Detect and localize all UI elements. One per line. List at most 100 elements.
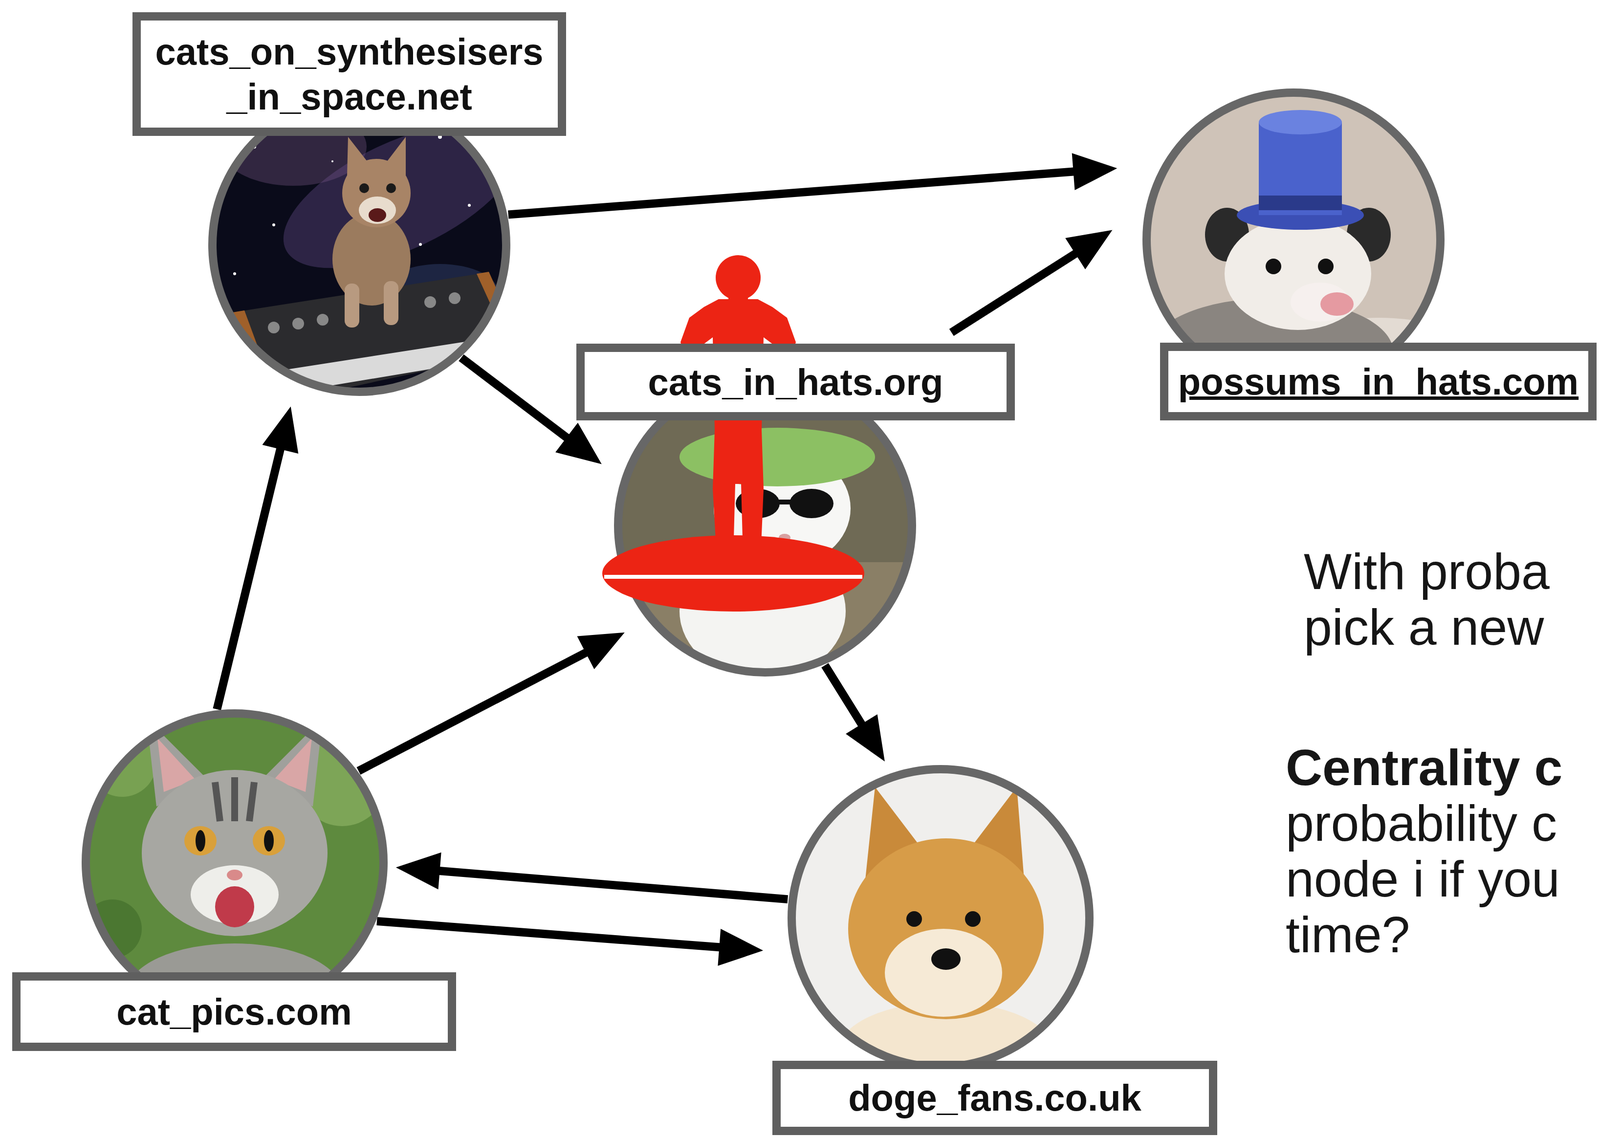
site-label: cats_in_hats.org (576, 343, 1015, 421)
link-line (358, 652, 588, 772)
note-text: With proba pick a new (1303, 543, 1568, 656)
link-arrow (358, 632, 625, 771)
synth-cat-picture (316, 313, 329, 326)
doge-picture (964, 911, 981, 927)
synth-cat-picture (424, 296, 437, 308)
node-circle (208, 93, 511, 396)
synth-cat-picture (368, 208, 387, 222)
hat-cat-picture (778, 533, 791, 542)
arrow-head (717, 928, 764, 966)
possum-picture (1224, 217, 1372, 330)
synth-cat-picture (344, 283, 360, 328)
site-label-text-group: cats_in_hats.org (648, 359, 944, 405)
link-arrow (825, 665, 885, 762)
site-node: cats_on_synthesisers _in_space.net (132, 12, 567, 396)
kitten-picture (215, 777, 255, 822)
link-arrow (376, 921, 764, 966)
synth-cat-picture (233, 272, 237, 276)
possum-picture (1258, 109, 1342, 135)
site-name: possums_in_hats.com (1178, 359, 1579, 404)
kitten-picture (195, 830, 206, 852)
arrow-head (555, 422, 602, 465)
site-label: possums_in_hats.com (1160, 342, 1597, 421)
synth-cat-picture (385, 136, 406, 176)
doge-picture (787, 765, 1096, 1100)
arrow-head (845, 714, 885, 762)
hat-cat-picture (777, 499, 792, 505)
synth-cat-picture (347, 136, 370, 176)
site-node: doge_fans.co.uk (772, 765, 1218, 1136)
doge-picture (848, 838, 1044, 1020)
synth-cat-picture (359, 183, 370, 194)
link-line (951, 252, 1077, 333)
arrow-head (395, 852, 442, 890)
synth-cat-picture (383, 281, 399, 326)
site-name: cats_on_synthesisers _in_space.net (145, 29, 553, 119)
link-line (508, 171, 1076, 215)
link-line (825, 665, 863, 726)
walker-figure (680, 299, 796, 558)
link-arrow (508, 153, 1118, 215)
link-line (461, 357, 569, 439)
possum-picture (1258, 122, 1342, 216)
site-label: cats_on_synthesisers _in_space.net (132, 12, 567, 136)
arrow-head (262, 406, 299, 454)
site-name: cat_pics.com (116, 989, 352, 1034)
kitten-picture (78, 706, 392, 1042)
arrow-head (1065, 230, 1113, 270)
node-circle (86, 713, 384, 1012)
node-circle (81, 709, 388, 1016)
link-line (438, 870, 789, 899)
site-node: cats_in_hats.org (576, 343, 1015, 677)
synth-cat-picture (292, 317, 305, 330)
kitten-picture (252, 826, 285, 856)
kitten-picture (141, 769, 328, 937)
kitten-picture (263, 830, 274, 852)
site-node: possums_in_hats.com (1142, 88, 1597, 421)
note-text: probability c node i if you time? (1285, 795, 1579, 963)
synth-cat-picture (418, 242, 422, 246)
site-label-text-group: cats_on_synthesisers _in_space.net (145, 29, 553, 119)
site-name: doge_fans.co.uk (848, 1075, 1142, 1120)
node-circle (212, 98, 507, 393)
node-circle (787, 765, 1094, 1072)
synth-cat-picture (448, 292, 461, 305)
site-label: doge_fans.co.uk (772, 1060, 1218, 1136)
synth-cat-picture (331, 160, 334, 163)
possum-picture (1320, 292, 1354, 316)
doge-picture (884, 928, 1003, 1017)
note-block: probability c node i if you time? (1285, 795, 1579, 963)
kitten-picture (215, 886, 255, 928)
walker-figure (602, 255, 865, 612)
walker-figure (715, 255, 761, 301)
node-circle (791, 769, 1090, 1068)
synth-cat-picture (267, 321, 280, 334)
link-arrow (395, 852, 789, 900)
node-circle (81, 709, 388, 1016)
site-label-text-group: possums_in_hats.com (1178, 359, 1579, 404)
hat-cat-picture (789, 488, 834, 519)
site-node: cat_pics.com (12, 709, 457, 1052)
possum-picture (1258, 195, 1342, 211)
site-label-text-group: cat_pics.com (116, 989, 352, 1034)
site-label-text-group: doge_fans.co.uk (848, 1075, 1142, 1120)
link-arrow (951, 230, 1113, 333)
arrow-head (577, 632, 625, 670)
synth-cat-picture (386, 183, 396, 194)
walker-figure (604, 574, 863, 579)
walker-figure (728, 293, 748, 306)
link-line (376, 921, 722, 948)
synth-cat-picture (272, 223, 276, 227)
node-circle (208, 93, 511, 396)
synth-cat-picture (467, 203, 471, 207)
link-line (217, 447, 282, 710)
node-circle (787, 765, 1094, 1072)
possum-picture (1265, 258, 1282, 275)
hat-cat-picture (735, 488, 780, 519)
note-block: Centrality c (1285, 739, 1563, 796)
kitten-picture (226, 869, 243, 881)
hat-cat-picture (679, 427, 876, 487)
walker-figure (602, 535, 865, 612)
site-name: cats_in_hats.org (648, 359, 944, 405)
